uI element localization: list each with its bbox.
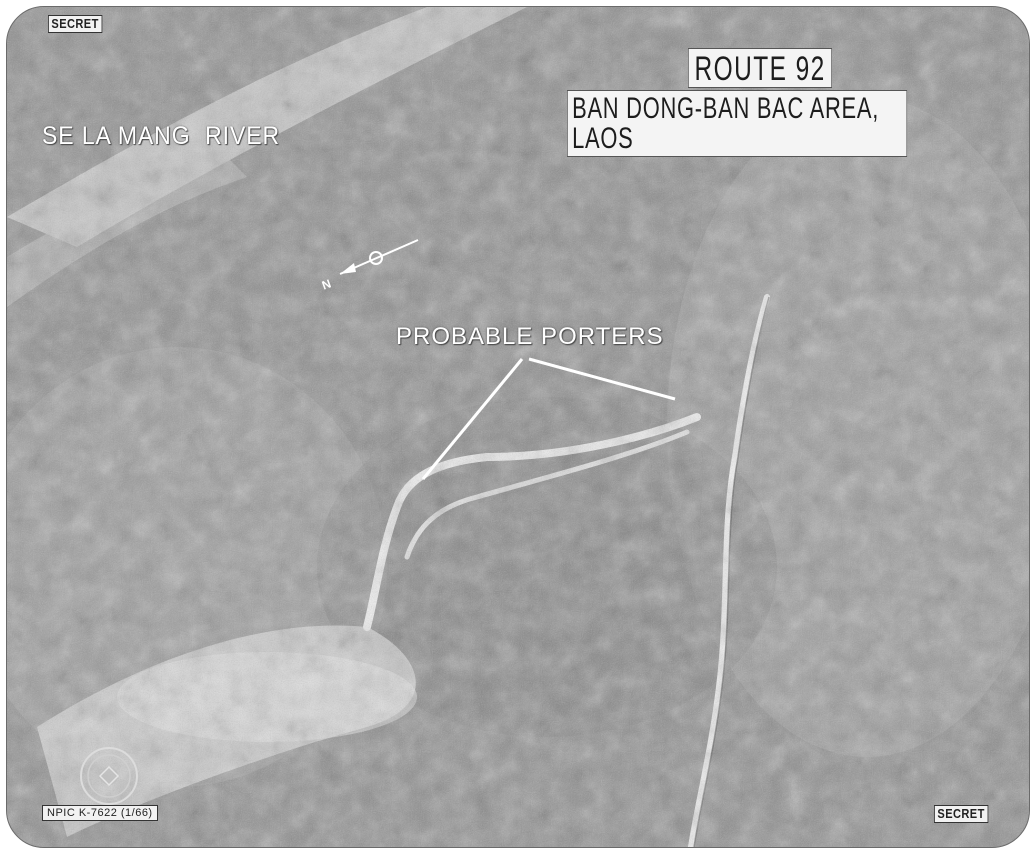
area-title: BAN DONG-BAN BAC AREA, LAOS — [567, 90, 908, 157]
npic-reference: NPIC K-7622 (1/66) — [42, 805, 158, 821]
classification-marking-bottom: SECRET — [934, 805, 989, 823]
north-label: N — [320, 277, 333, 290]
porters-label: PROBABLE PORTERS — [396, 323, 664, 350]
classification-marking-top: SECRET — [48, 15, 103, 33]
north-arrow-icon: N — [320, 239, 419, 290]
river-label: SE LA MANG RIVER — [42, 122, 281, 150]
route-title: ROUTE 92 — [688, 48, 833, 88]
agency-seal-icon — [80, 747, 138, 805]
porter-pointer-lines — [421, 357, 676, 480]
